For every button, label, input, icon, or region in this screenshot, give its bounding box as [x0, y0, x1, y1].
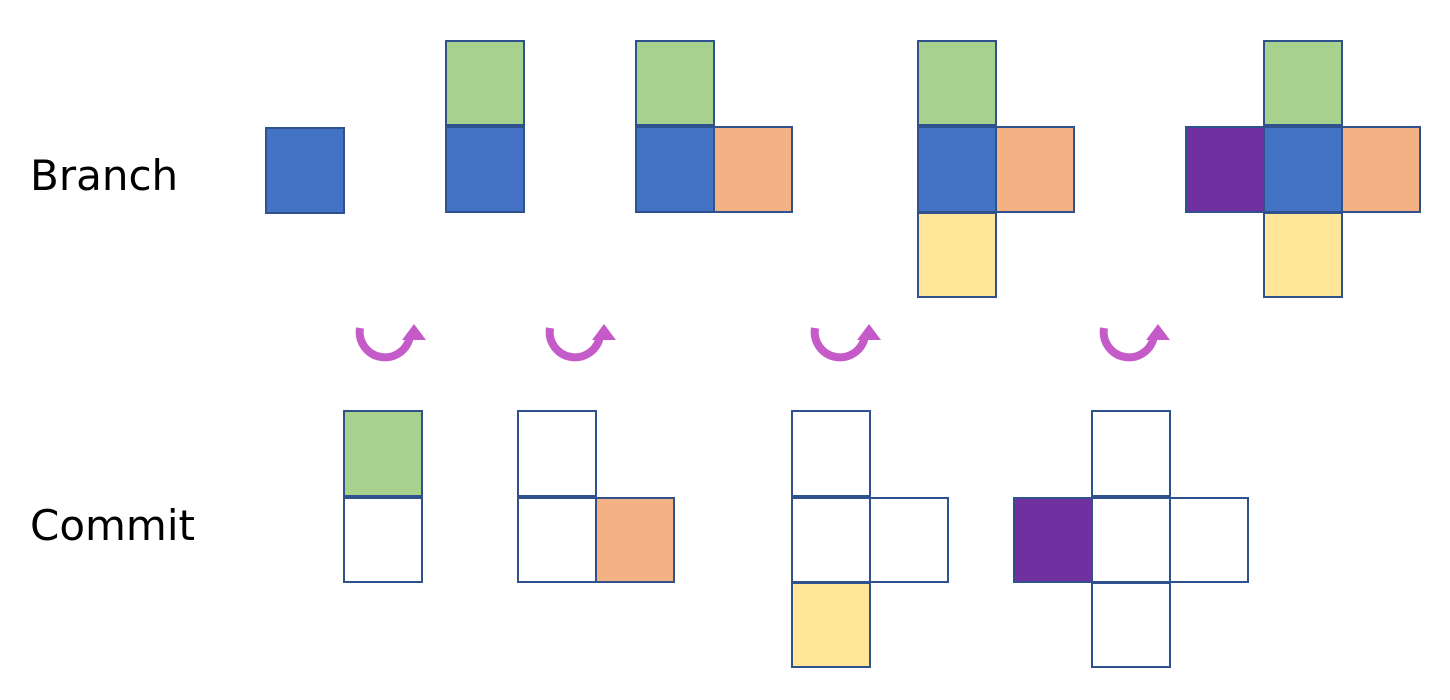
- clockwise-curved-arrow-icon: [545, 324, 616, 362]
- commit-state-4-center-cell: [1091, 497, 1171, 583]
- branch-state-2-center-cell: [445, 126, 525, 213]
- commit-state-4-down-cell: [1091, 582, 1171, 668]
- branch-state-4-up-cell: [917, 40, 997, 126]
- clockwise-curved-arrow-icon: [810, 324, 881, 362]
- clockwise-curved-arrow-icon: [355, 324, 426, 362]
- commit-state-1-center-cell: [343, 497, 423, 583]
- branch-state-3-center-cell: [635, 126, 715, 213]
- branch-state-3-up-cell: [635, 40, 715, 126]
- commit-state-2-up-cell: [517, 410, 597, 497]
- commit-label: Commit: [30, 501, 195, 550]
- branch-state-5-left-cell: [1185, 126, 1265, 213]
- commit-state-3-down-cell: [791, 582, 871, 668]
- branch-state-4-right-cell: [995, 126, 1075, 213]
- commit-state-2-center-cell: [517, 497, 597, 583]
- branch-state-4-down-cell: [917, 212, 997, 298]
- commit-state-1-up-cell: [343, 410, 423, 497]
- branch-state-2-up-cell: [445, 40, 525, 126]
- commit-state-2-right-cell: [595, 497, 675, 583]
- branch-state-5-center-cell: [1263, 126, 1343, 213]
- branch-state-5-up-cell: [1263, 40, 1343, 126]
- branch-label: Branch: [30, 151, 179, 200]
- commit-state-4-left-cell: [1013, 497, 1093, 583]
- commit-state-4-right-cell: [1169, 497, 1249, 583]
- commit-state-4-up-cell: [1091, 410, 1171, 497]
- branch-state-4-center-cell: [917, 126, 997, 213]
- commit-state-3-right-cell: [869, 497, 949, 583]
- branch-state-1-center-cell: [265, 127, 345, 214]
- clockwise-curved-arrow-icon: [1099, 324, 1170, 362]
- branch-state-5-right-cell: [1341, 126, 1421, 213]
- commit-state-3-center-cell: [791, 497, 871, 583]
- commit-state-3-up-cell: [791, 410, 871, 497]
- branch-state-3-right-cell: [713, 126, 793, 213]
- branch-state-5-down-cell: [1263, 212, 1343, 298]
